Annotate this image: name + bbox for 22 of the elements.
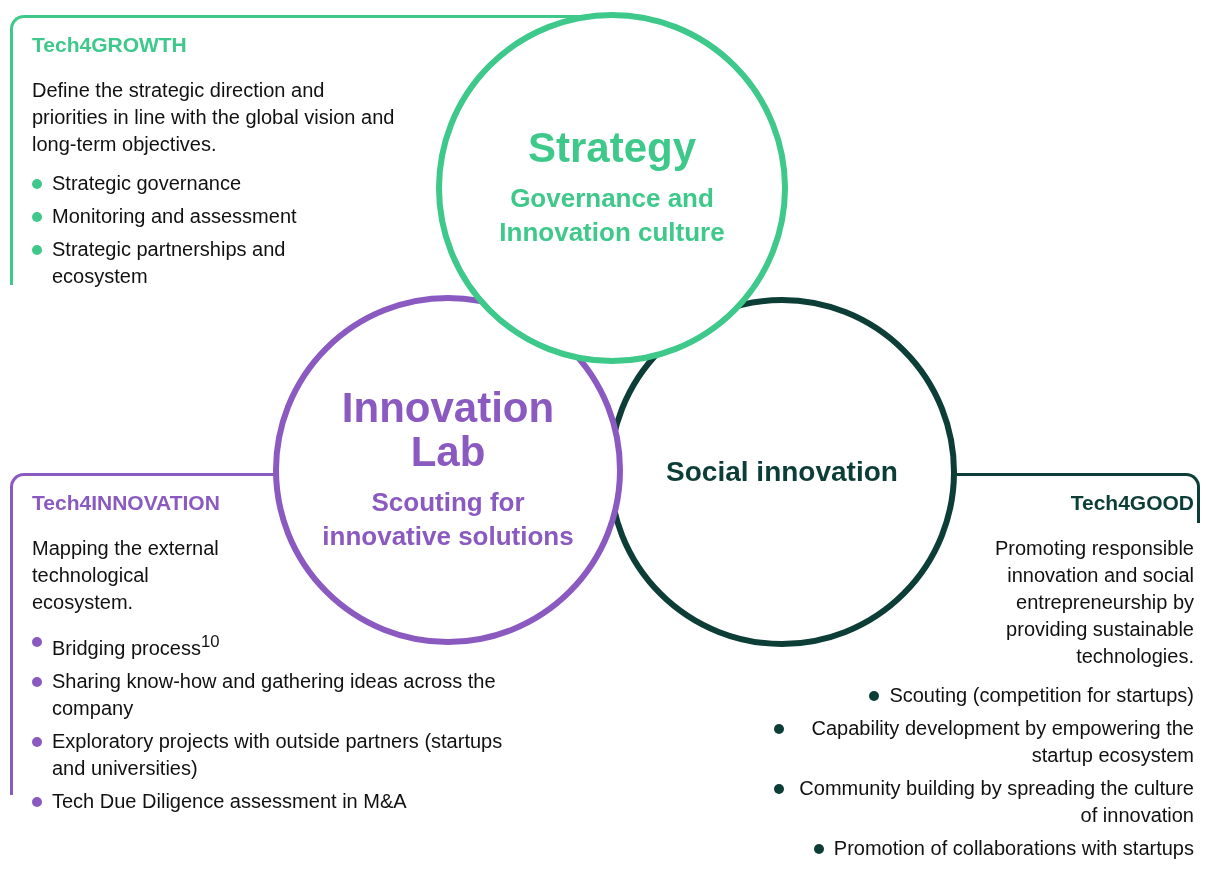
- panel-heading: Tech4GOOD: [1070, 491, 1194, 515]
- bullet-text: Strategic partnerships and ecosystem: [52, 237, 287, 289]
- bullet-text: Capability development by empowering the startup ecosystem: [810, 716, 1194, 768]
- circle-subtitle: Social innovation: [666, 454, 898, 489]
- circle-title: Strategy: [527, 126, 697, 171]
- circle-subtitle: Governance and Innovation culture: [498, 182, 726, 250]
- description: Mapping the external technological ecosystem.: [32, 536, 220, 615]
- bullet-text: Tech Due Diligence assessment in M&A: [52, 788, 407, 814]
- bullet-text: Bridging process$^{10}$: [52, 631, 220, 661]
- panel-heading: Tech4GROWTH: [32, 33, 187, 57]
- bullet-text: Sharing know-how and gathering ideas across the company: [52, 668, 497, 721]
- description: Define the strategic direction and priorities in line with the global vision and long-term objectives.: [32, 78, 396, 157]
- circle-subtitle: Scouting for innovative solutions: [321, 486, 575, 554]
- bullet-text: Monitoring and assessment: [52, 204, 297, 229]
- panel-heading: Tech4INNOVATION: [32, 491, 220, 515]
- bullet-text: Strategic governance: [52, 171, 241, 196]
- description: Promoting responsible innovation and social entrepreneurship by providing sustainable technologies.: [994, 536, 1194, 669]
- bullet-text: Scouting (competition for startups): [889, 683, 1194, 708]
- circle-title: Innovation Lab: [340, 386, 556, 475]
- bullet-text: Exploratory projects with outside partners (startups and universities): [52, 728, 504, 781]
- bullet-text: Community building by spreading the culture of innovation: [798, 776, 1194, 828]
- bullet-text: Promotion of collaborations with startups: [833, 836, 1194, 861]
